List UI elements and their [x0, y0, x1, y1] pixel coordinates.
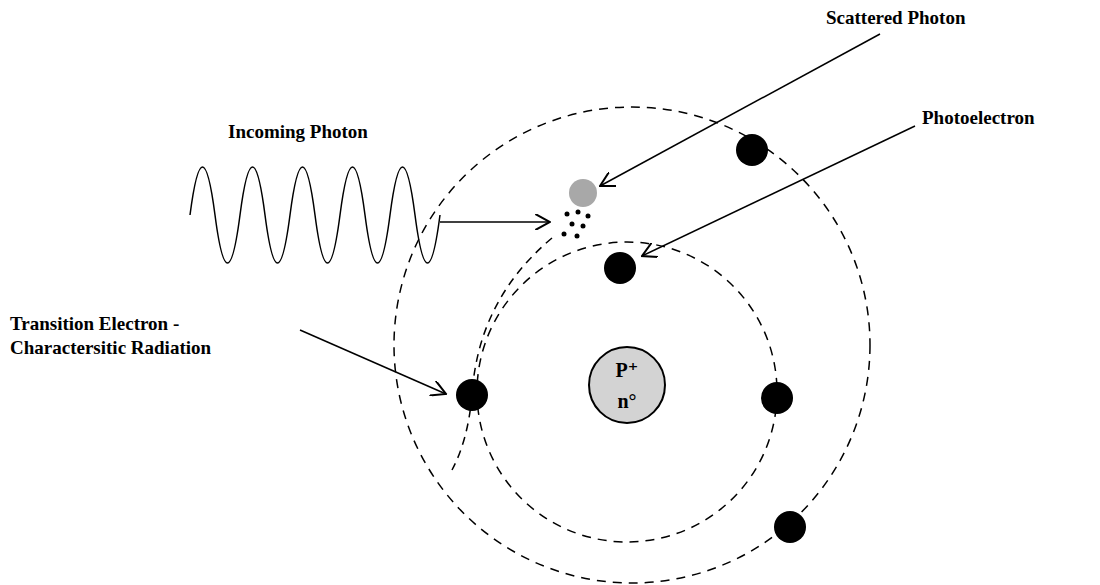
- callout-label: Transition Electron - Charactersitic Rad…: [10, 312, 295, 360]
- inner-orbit: [477, 242, 777, 542]
- nucleus: P⁺ n°: [588, 346, 666, 424]
- node-text: n°: [617, 391, 636, 411]
- transition-path: [452, 238, 552, 470]
- callout-label: Photoelectron: [922, 106, 1035, 130]
- node-text: P⁺: [616, 360, 639, 380]
- interaction-dots: [562, 210, 591, 239]
- scattered-photon: [569, 179, 597, 207]
- electrons: [456, 134, 806, 543]
- callout-label: Scattered Photon: [826, 6, 966, 30]
- photon-wave: [190, 167, 440, 263]
- leader-line: [300, 330, 446, 394]
- callout-label: Incoming Photon: [228, 120, 368, 144]
- leader-line: [642, 126, 915, 256]
- outer-orbit: [394, 107, 870, 583]
- photon-arrow: [440, 221, 550, 223]
